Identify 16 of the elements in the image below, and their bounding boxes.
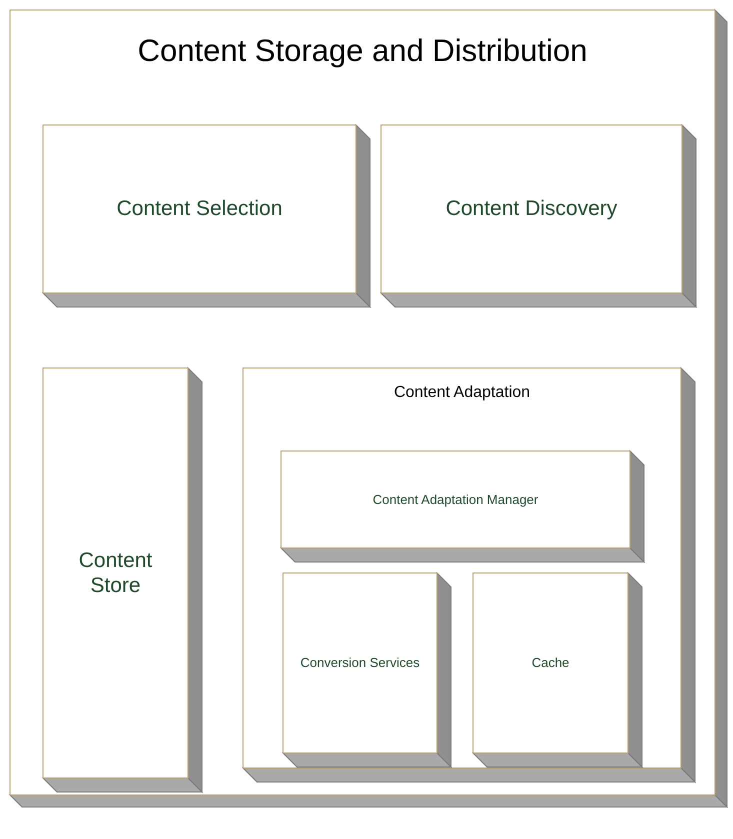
block-box: [283, 573, 451, 767]
block-box: [43, 368, 202, 792]
container-box: [10, 10, 727, 807]
block-box: [381, 125, 696, 307]
box-label: Content Discovery: [446, 196, 618, 222]
box-label: Content Selection: [116, 196, 282, 222]
box-label: Cache: [532, 655, 570, 671]
box-label: Conversion Services: [300, 655, 420, 671]
box-label: Content Adaptation Manager: [372, 492, 538, 508]
container-box: [243, 368, 695, 782]
block-box: [281, 451, 644, 562]
block-box: [473, 573, 642, 767]
box-label: Content Adaptation: [394, 383, 530, 402]
block-box: [43, 125, 370, 307]
box-label: Content Store: [78, 548, 154, 598]
box-label: Content Storage and Distribution: [138, 32, 588, 70]
